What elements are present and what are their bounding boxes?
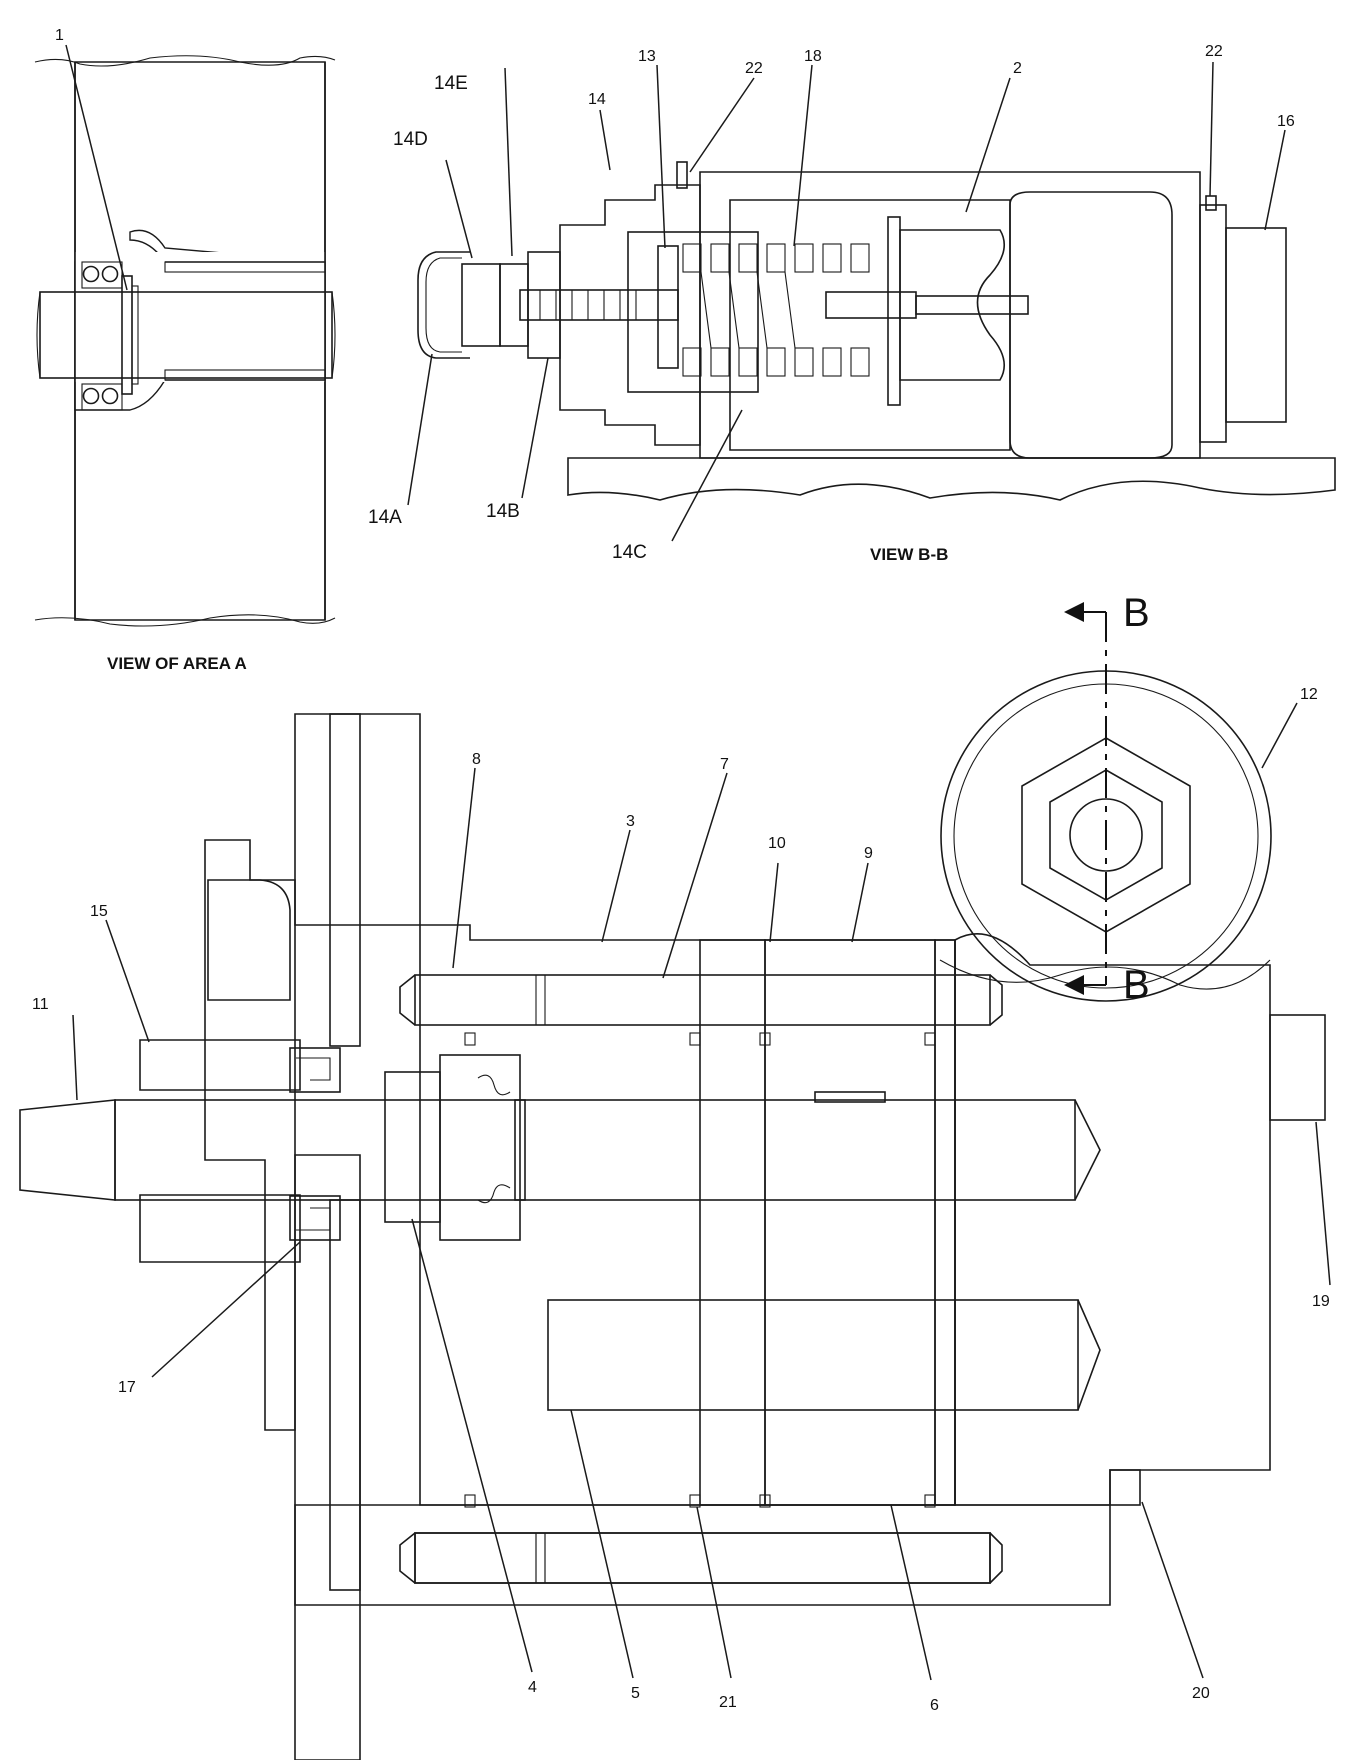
callout-4: 4 <box>528 1679 537 1696</box>
callout-14D: 14D <box>393 129 428 150</box>
main-pump-section <box>19 602 1326 1760</box>
section-letter-bottom: B <box>1123 963 1150 1007</box>
view-area-a <box>34 55 336 627</box>
callout-14B: 14B <box>486 501 520 522</box>
callout-14A: 14A <box>368 507 402 528</box>
callout-22-left: 22 <box>745 60 763 77</box>
callout-15: 15 <box>90 903 108 920</box>
spring-18 <box>682 243 870 377</box>
callout-8: 8 <box>472 751 481 768</box>
callout-2: 2 <box>1013 60 1022 77</box>
callout-14: 14 <box>588 91 606 108</box>
view-area-a-title: VIEW OF AREA A <box>107 654 247 673</box>
callout-labels: 1 13 18 22 22 2 14E 14 16 14D 14A 14B 14… <box>32 27 1330 1714</box>
callout-14C: 14C <box>612 542 647 563</box>
callout-22-right: 22 <box>1205 43 1223 60</box>
callout-21: 21 <box>719 1694 737 1711</box>
callout-19: 19 <box>1312 1293 1330 1310</box>
callout-7: 7 <box>720 756 729 773</box>
view-b-b-title: VIEW B-B <box>870 545 948 564</box>
callout-13: 13 <box>638 48 656 65</box>
callout-17: 17 <box>118 1379 136 1396</box>
callout-16: 16 <box>1277 113 1295 130</box>
callout-3: 3 <box>626 813 635 830</box>
callout-12: 12 <box>1300 686 1318 703</box>
callout-6: 6 <box>930 1697 939 1714</box>
callout-11: 11 <box>32 996 49 1013</box>
view-section-b-b <box>417 161 1336 501</box>
callout-5: 5 <box>631 1685 640 1702</box>
leader-lines <box>65 44 1331 1681</box>
callout-1: 1 <box>55 27 64 44</box>
section-letter-top: B <box>1123 591 1150 635</box>
callout-9: 9 <box>864 845 873 862</box>
callout-14E: 14E <box>434 73 468 94</box>
callout-10: 10 <box>768 835 786 852</box>
callout-18: 18 <box>804 48 822 65</box>
callout-20: 20 <box>1192 1685 1210 1702</box>
